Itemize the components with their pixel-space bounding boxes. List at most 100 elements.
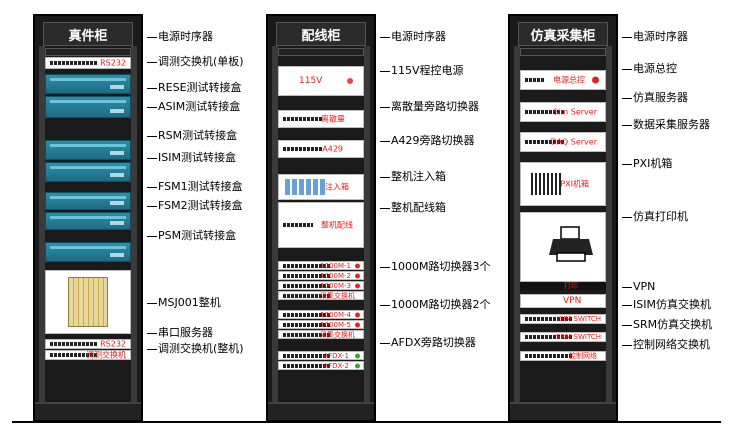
label-wiring: 1000M路切换器2个 (380, 296, 490, 312)
panel-label: RS232 (100, 339, 126, 349)
label-collect: 数据采集服务器 (622, 116, 710, 132)
device-daq-server: DAQ Server (520, 132, 606, 152)
panel-label: 离散量 (321, 114, 345, 124)
panel-label: Sim Server (553, 107, 597, 117)
cabinet-title: 仿真采集柜 (518, 22, 608, 46)
cabinet-base (268, 402, 374, 420)
rail (514, 46, 520, 402)
panel-label: 采集交换机 (320, 330, 355, 339)
device-vpn: VPN (520, 294, 606, 308)
device-power-master: 电源总控 (520, 70, 606, 90)
cabinet-wiring: 配线柜 115V 离散量 A429 注入箱 整机配线 1000M-1 1000M… (266, 14, 376, 422)
label-sim: ASIM测试转接盒 (147, 98, 240, 114)
pxi-slots (531, 173, 561, 195)
device-1000m-3: 1000M-3 (278, 281, 364, 290)
label-sim: 调测交换机(单板) (147, 53, 244, 69)
label-sim: FSM2测试转接盒 (147, 197, 243, 213)
panel-label: 电源总控 (553, 75, 585, 85)
label-wiring: 1000M路切换器3个 (380, 258, 490, 274)
device-115v-supply: 115V (278, 66, 364, 96)
panel-label: 控制网络 (569, 352, 597, 360)
panel-label: 采集交换机 (320, 291, 355, 300)
device-1000m-1: 1000M-1 (278, 261, 364, 270)
panel-label: ISIM SWITCH (556, 315, 601, 323)
label-collect: 控制网络交换机 (622, 336, 710, 352)
inject-bars (285, 179, 325, 195)
device-isim-box (45, 162, 131, 182)
device-psm-box (45, 242, 131, 262)
label-sim: MSJ001整机 (147, 294, 221, 310)
panel-label: 1000M-2 (320, 271, 351, 280)
label-wiring: A429旁路切换器 (380, 132, 475, 148)
device-collect-switch-2: 采集交换机 (278, 330, 364, 339)
panel-label: DAQ Server (550, 137, 597, 147)
device-power-sequencer (45, 48, 131, 56)
device-afdx-1: AFDX-1 (278, 351, 364, 360)
device-control-switch: 控制网络 (520, 351, 606, 361)
panel-label: AFDX-2 (323, 361, 349, 370)
device-sim-server: Sim Server (520, 102, 606, 122)
label-sim: 调测交换机(整机) (147, 340, 244, 356)
panel-label: 调测交换机 (86, 350, 126, 360)
label-sim: ISIM测试转接盒 (147, 149, 236, 165)
label-wiring: 整机注入箱 (380, 168, 446, 184)
device-power-sequencer (520, 48, 606, 56)
label-wiring: 整机配线箱 (380, 199, 446, 215)
label-wiring: AFDX旁路切换器 (380, 334, 476, 350)
device-1000m-4: 1000M-4 (278, 310, 364, 319)
cabinet-title: 配线柜 (276, 22, 366, 46)
label-wiring: 电源时序器 (380, 28, 446, 44)
panel-label: RS232 (100, 58, 126, 68)
device-printer (520, 212, 606, 282)
device-fsm1-box (45, 192, 131, 210)
panel-label: 115V (299, 76, 323, 86)
device-rsm-box (45, 140, 131, 160)
panel-label: AFDX-1 (323, 351, 349, 360)
device-afdx-2: AFDX-2 (278, 361, 364, 370)
panel-label: VPN (563, 296, 582, 306)
device-debug-switch-board: RS232 (45, 57, 131, 69)
rail (272, 46, 278, 402)
label-collect: 仿真服务器 (622, 89, 688, 105)
device-isim-switch: ISIM SWITCH (520, 314, 606, 324)
label-wiring: 115V程控电源 (380, 62, 464, 78)
device-1000m-2: 1000M-2 (278, 271, 364, 280)
cabinet-sim: 真件柜 RS232 RS232 调测交换机 (33, 14, 143, 422)
device-fsm2-box (45, 212, 131, 230)
panel-label: 注入箱 (325, 182, 349, 192)
cabinet-base (35, 402, 141, 420)
rail (364, 46, 370, 402)
panel-label: 1000M-1 (320, 261, 351, 270)
device-power-sequencer (278, 48, 364, 56)
label-collect: 电源时序器 (622, 28, 688, 44)
cabinet-collect: 仿真采集柜 电源总控 Sim Server DAQ Server PXI机箱 打… (508, 14, 618, 422)
rail (131, 46, 137, 402)
device-collect-switch-1: 采集交换机 (278, 291, 364, 300)
panel-label: 整机配线 (321, 220, 353, 230)
label-collect: ISIM仿真交换机 (622, 296, 711, 312)
floor-line (12, 421, 721, 423)
device-serial-server: RS232 (45, 339, 131, 349)
device-print-strip: 打印 (520, 282, 606, 290)
label-collect: SRM仿真交换机 (622, 316, 712, 332)
label-sim: PSM测试转接盒 (147, 227, 236, 243)
device-a429-switch: A429 (278, 140, 364, 158)
device-1000m-5: 1000M-5 (278, 320, 364, 329)
cabinet-base (510, 402, 616, 420)
label-wiring: 离散量旁路切换器 (380, 98, 479, 114)
label-collect: VPN (622, 280, 655, 293)
device-wiring-box: 整机配线 (278, 202, 364, 248)
device-asim-box (45, 96, 131, 118)
printer-icon (549, 226, 593, 262)
device-srm-switch: SRM SWITCH (520, 332, 606, 342)
label-sim: 串口服务器 (147, 324, 213, 340)
rail (39, 46, 45, 402)
panel-label: 1000M-5 (320, 320, 351, 329)
cabinet-title: 真件柜 (43, 22, 133, 46)
device-inject-box: 注入箱 (278, 174, 364, 200)
msj001-grid (68, 277, 108, 327)
device-rese-box (45, 74, 131, 94)
panel-label: 1000M-3 (320, 281, 351, 290)
panel-label: 打印 (564, 282, 578, 290)
device-pxi-chassis: PXI机箱 (520, 162, 606, 206)
